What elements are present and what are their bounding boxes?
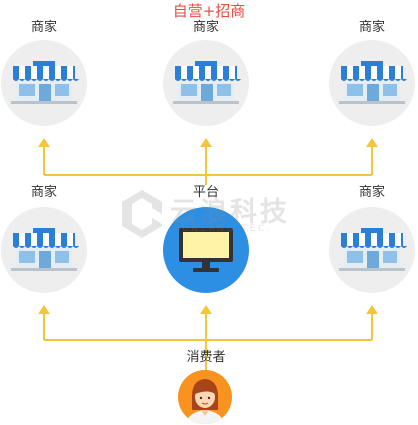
arrow-head-mid-left (38, 305, 50, 314)
merchant-node-mid-right (329, 207, 415, 293)
arrow-head-top-left (38, 138, 50, 147)
arrow-head-top-center (200, 138, 212, 147)
arrow-head-top-right (366, 138, 378, 147)
store-icon (339, 61, 407, 104)
merchant-node-top-center (163, 40, 249, 126)
node-label-consumer: 消费者 (186, 350, 226, 365)
node-label-mid-right: 商家 (358, 185, 386, 200)
node-label-mid-left: 商家 (30, 185, 58, 200)
node-label-top-center: 商家 (192, 20, 220, 35)
monitor-icon (179, 228, 233, 272)
store-icon (11, 228, 79, 271)
node-label-top-left: 商家 (30, 20, 58, 35)
arrow-head-mid-right (366, 305, 378, 314)
consumer-avatar-icon (186, 379, 224, 424)
store-icon (173, 61, 241, 104)
arrow-head-mid-center (200, 305, 212, 314)
platform-node (163, 207, 249, 293)
merchant-node-mid-left (1, 207, 87, 293)
merchant-node-top-right (329, 40, 415, 126)
diagram-title: 自营+招商 (172, 2, 246, 20)
merchant-node-top-left (1, 40, 87, 126)
store-icon (339, 228, 407, 271)
node-label-top-right: 商家 (358, 20, 386, 35)
store-icon (11, 61, 79, 104)
node-label-platform: 平台 (192, 185, 220, 200)
consumer-node (178, 370, 232, 424)
